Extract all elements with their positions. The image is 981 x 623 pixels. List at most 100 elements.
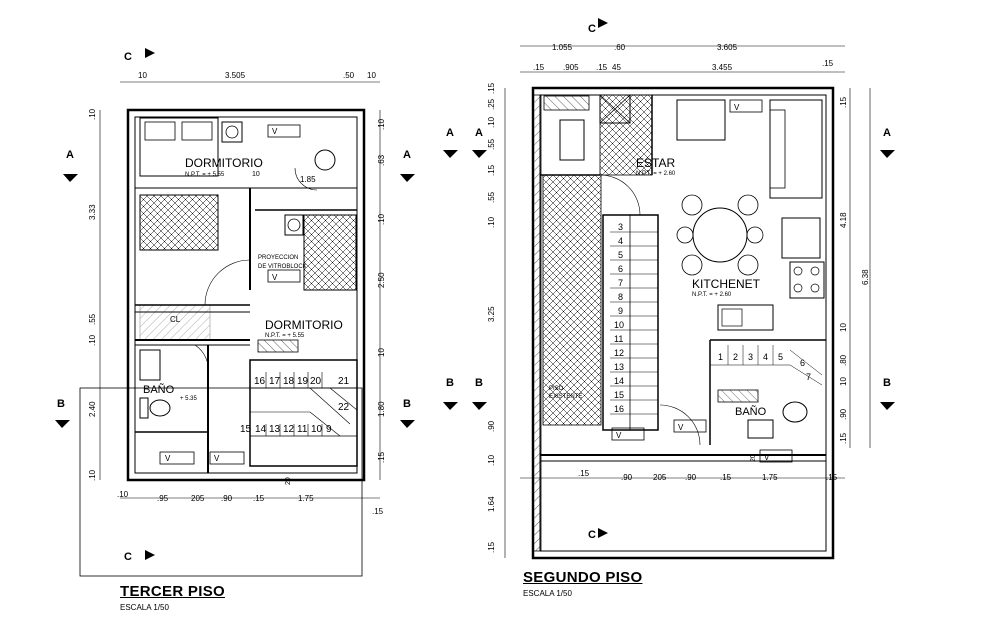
proyeccion-label: PROYECCION [258, 255, 298, 261]
proyeccion-label-2: DE VITROBLOCK [258, 264, 307, 270]
tercer-piso-scale: ESCALA 1/50 [120, 603, 169, 612]
segundo-piso-plan [531, 86, 835, 560]
room-bano-left: BAÑO [143, 383, 175, 396]
dim-bottom: 1.75 [762, 473, 778, 482]
dim-inner: 1.85 [300, 175, 316, 184]
outlet-label: V [764, 453, 770, 462]
stair-number: 9 [618, 306, 623, 316]
stair-number: 21 [338, 376, 350, 387]
outlet-label: V [214, 454, 220, 463]
dim-left: 2.40 [88, 401, 97, 417]
stair-number: 9 [326, 424, 332, 435]
dim-right: .15 [839, 96, 848, 108]
stair-number: 22 [338, 402, 350, 413]
dim-bottom: .95 [157, 494, 169, 503]
section-marker-arrows [55, 18, 895, 560]
dim-bottom: 205 [653, 473, 667, 482]
dim-left: 3.25 [487, 306, 496, 322]
stair-number: 10 [614, 320, 624, 330]
stair-number: 4 [618, 236, 623, 246]
segundo-piso-scale: ESCALA 1/50 [523, 589, 572, 598]
stair-number: 3 [748, 352, 753, 362]
room-estar: ESTAR [636, 156, 675, 170]
section-marker-c: C [588, 23, 596, 35]
stair-number: 15 [614, 390, 624, 400]
stair-number: 8 [618, 292, 623, 302]
dim-bottom: .15 [720, 473, 732, 482]
dim-bottom: .15 [372, 507, 384, 516]
stair-number: 6 [800, 358, 805, 368]
section-marker-a: A [475, 127, 483, 139]
tercer-piso-plan [79, 108, 366, 577]
stair-number: 4 [763, 352, 768, 362]
outlet-label: V [734, 103, 740, 112]
dim-top: .50 [343, 71, 355, 80]
dim-bottom: .15 [578, 469, 590, 478]
dim-inner: 20 [285, 477, 292, 485]
stair-number: 2 [733, 352, 738, 362]
stair-number: 13 [614, 362, 624, 372]
dim-top: 1.055 [552, 43, 573, 52]
stair-number: 14 [255, 424, 267, 435]
dim-left: .55 [88, 313, 97, 325]
tercer-piso-dimension-lines [99, 81, 381, 499]
stair-number: 13 [269, 424, 281, 435]
stair-number: 16 [614, 404, 624, 414]
stair-number: 20 [310, 376, 322, 387]
dim-right: 2.50 [377, 272, 386, 288]
dim-top: .15 [533, 63, 545, 72]
dim-top: .15 [822, 59, 834, 68]
room-dormitorio-2: DORMITORIO [265, 318, 343, 332]
dim-left: .10 [88, 108, 97, 120]
stair-number: 1 [718, 352, 723, 362]
stair-number: 5 [618, 250, 623, 260]
dim-left: .55 [487, 138, 496, 150]
stair-number: 12 [283, 424, 295, 435]
stair-number: 10 [311, 424, 323, 435]
dim-top: 10 [367, 71, 376, 80]
stair-number: 12 [614, 348, 624, 358]
outlet-label: V [165, 454, 171, 463]
dim-left: .15 [487, 82, 496, 94]
npt-dormitorio-2: N.P.T. = + 5.55 [265, 333, 305, 339]
piso-label: PISO [549, 386, 564, 392]
stair-number: 18 [283, 376, 295, 387]
room-closet: CL [170, 315, 181, 324]
dim-left: .55 [487, 191, 496, 203]
dim-inner: 20 [750, 454, 757, 462]
dim-bottom: 205 [191, 494, 205, 503]
outlet-label: V [272, 127, 278, 136]
stair-number: 7 [806, 372, 811, 382]
npt-bano-left: + 5.35 [180, 396, 198, 402]
dim-left: .15 [487, 164, 496, 176]
stair-number: 11 [297, 424, 308, 435]
dim-top: 10 [138, 71, 147, 80]
stair-number: 15 [240, 424, 252, 435]
dim-top: .60 [614, 43, 626, 52]
section-marker-b: B [883, 377, 891, 389]
section-marker-a: A [403, 149, 411, 161]
dim-top: 3.605 [717, 43, 738, 52]
stair-number: 7 [618, 278, 623, 288]
stair-number: 17 [269, 376, 281, 387]
dim-right: 6.38 [861, 269, 870, 285]
stair-number: 6 [618, 264, 623, 274]
dim-top: .15 [596, 63, 608, 72]
segundo-piso-dimension-lines [504, 45, 871, 558]
room-dormitorio-1: DORMITORIO [185, 156, 263, 170]
dim-right: .15 [377, 451, 386, 463]
dim-right: 4.18 [839, 212, 848, 228]
dim-left: .10 [487, 454, 496, 466]
dim-top: 3.455 [712, 63, 733, 72]
dim-bottom: 1.75 [298, 494, 314, 503]
stair-number: 16 [254, 376, 266, 387]
dim-right: .15 [839, 432, 848, 444]
dim-bottom: .90 [221, 494, 233, 503]
section-marker-c: C [124, 51, 132, 63]
section-marker-b: B [475, 377, 483, 389]
dim-top: .905 [563, 63, 579, 72]
dim-left: .10 [88, 334, 97, 346]
stair-number: 14 [614, 376, 624, 386]
